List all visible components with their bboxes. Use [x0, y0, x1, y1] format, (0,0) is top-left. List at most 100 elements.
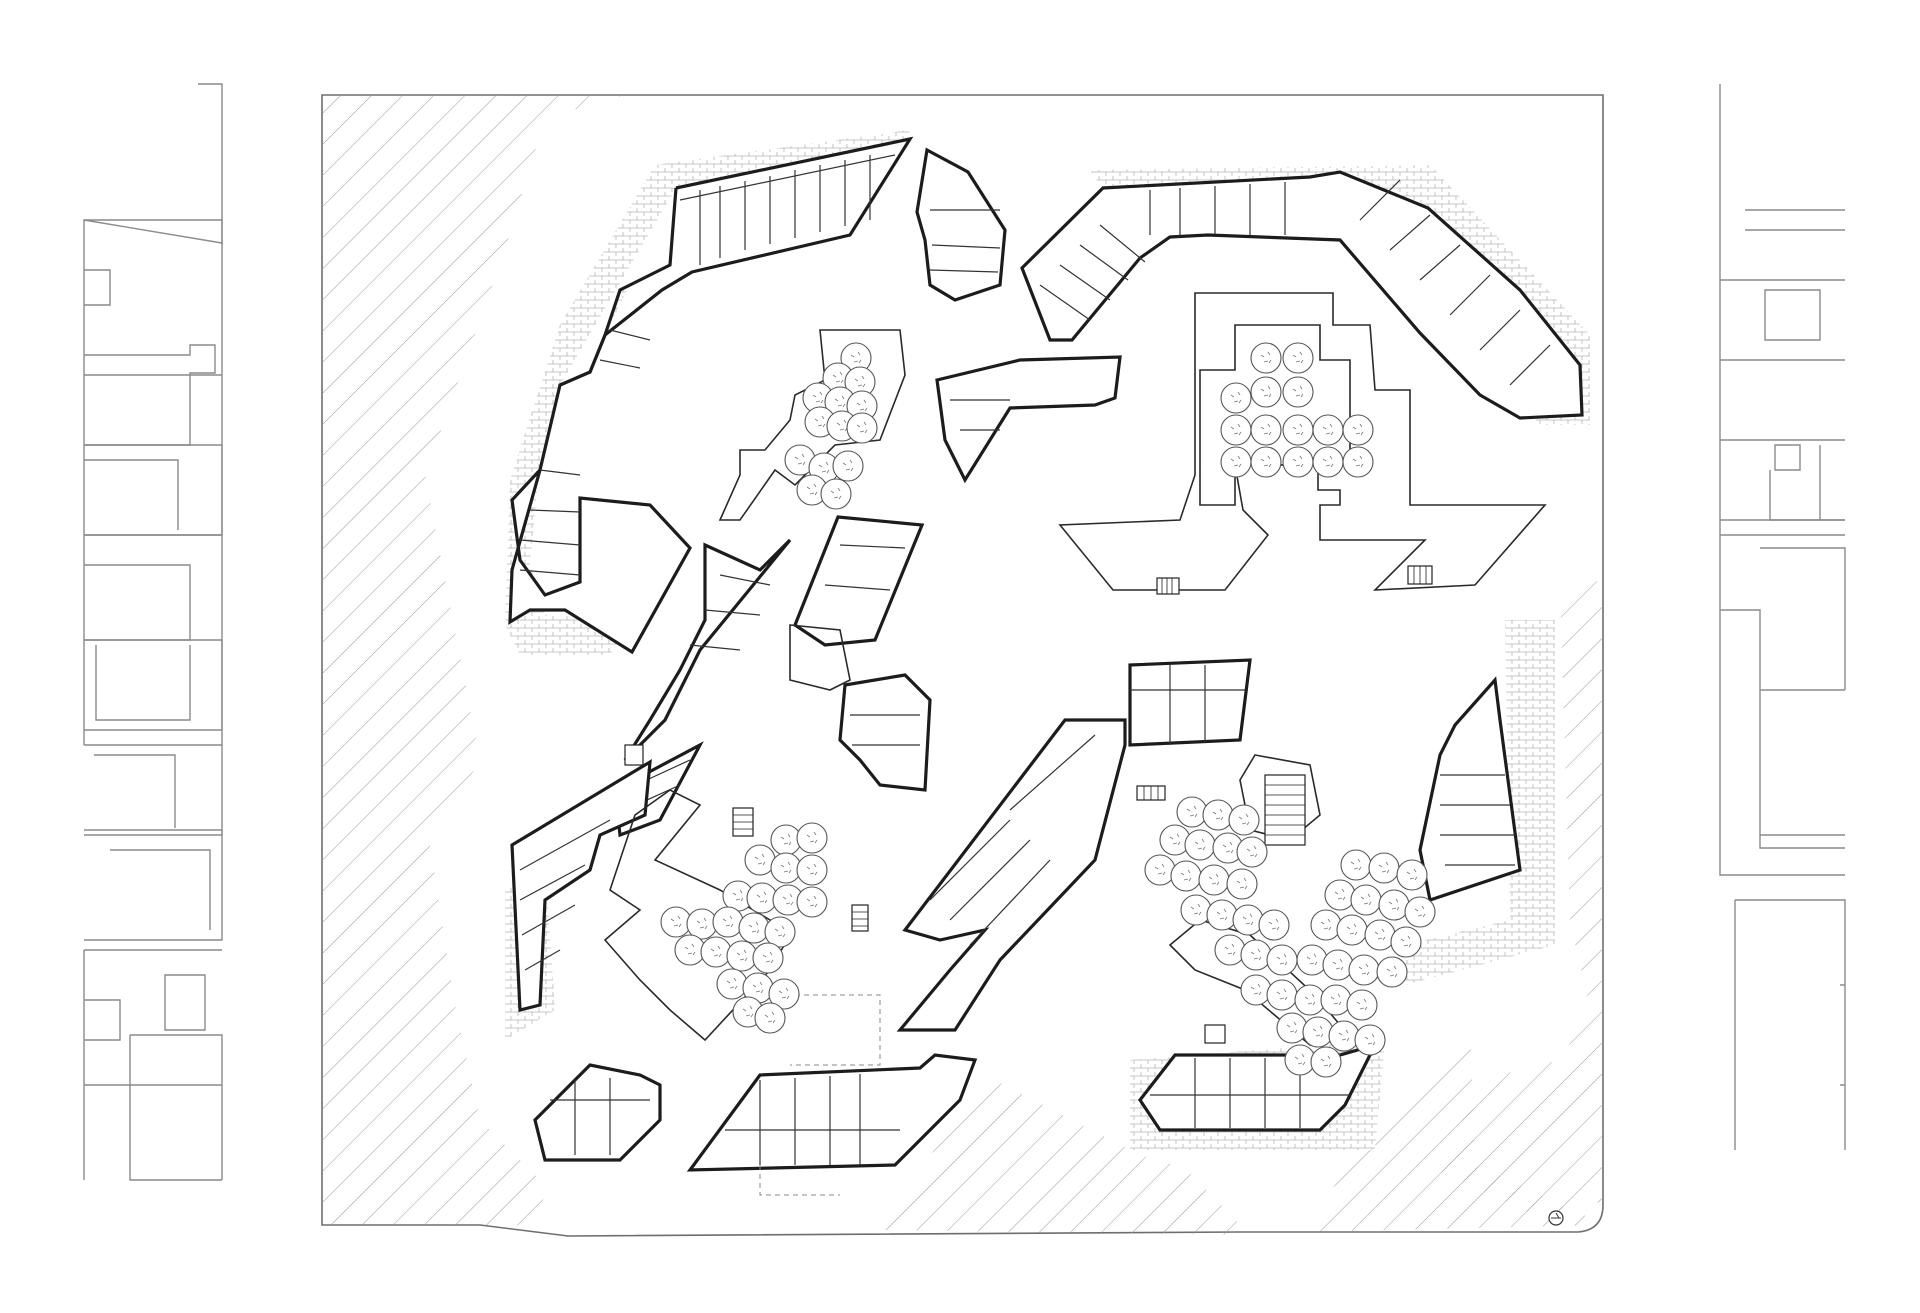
tree-icon [1144, 854, 1176, 886]
tree-texture [812, 391, 824, 404]
building-north-small [915, 147, 1007, 302]
tree-icon [1312, 446, 1344, 478]
tree-texture [1320, 918, 1332, 931]
tree-texture [1154, 863, 1166, 876]
tree-icon [1310, 1046, 1342, 1078]
tree-texture [806, 863, 818, 876]
tree-icon [1364, 919, 1396, 951]
tree-texture [1186, 805, 1198, 818]
tree-texture [1352, 423, 1364, 436]
tree-texture [762, 951, 774, 964]
tree-texture [1374, 928, 1386, 941]
tree-icon [1342, 414, 1374, 446]
tree-texture [1260, 385, 1272, 398]
tree-texture [1230, 423, 1242, 436]
tree-texture [756, 891, 768, 904]
tree-icon [660, 906, 692, 938]
tree-icon [796, 854, 828, 886]
tree-icon [1368, 852, 1400, 884]
building-northeast [1020, 170, 1584, 420]
tree-icon [1250, 414, 1282, 446]
tree-icon [770, 852, 802, 884]
tree-texture [1346, 923, 1358, 936]
tree-icon [744, 844, 776, 876]
tree-icon [1232, 904, 1264, 936]
tree-texture [1388, 898, 1400, 911]
tree-icon [1340, 849, 1372, 881]
tree-texture [1276, 953, 1288, 966]
stair-icon [1204, 1024, 1226, 1044]
tree-icon [1266, 944, 1298, 976]
tree-icon [752, 942, 784, 974]
tree-texture [1322, 423, 1334, 436]
tree-texture [1312, 1025, 1324, 1038]
tree-texture [748, 921, 760, 934]
tree-icon [1378, 889, 1410, 921]
tree-icon [1320, 984, 1352, 1016]
tree-texture [1212, 808, 1224, 821]
tree-texture [806, 831, 818, 844]
tree-texture [830, 487, 842, 500]
tree-texture [806, 483, 818, 496]
tree-texture [1236, 877, 1248, 890]
tree-icon [1396, 859, 1428, 891]
tree-icon [746, 882, 778, 914]
tree-texture [1294, 1053, 1306, 1066]
tree-icon [1302, 1016, 1334, 1048]
stair-icon [1264, 774, 1306, 846]
tree-icon [1214, 934, 1246, 966]
tree-texture [754, 853, 766, 866]
tree-icon [700, 936, 732, 968]
tree-texture [1169, 833, 1181, 846]
tree-texture [1230, 391, 1242, 404]
tree-icon [1250, 446, 1282, 478]
tree-texture [814, 415, 826, 428]
tree-texture [794, 453, 806, 466]
tree-texture [1292, 455, 1304, 468]
tree-icon [1390, 926, 1422, 958]
tree-icon [1346, 989, 1378, 1021]
tree-texture [1338, 1029, 1350, 1042]
tree-texture [1330, 993, 1342, 1006]
building-northwest [508, 136, 914, 655]
tree-texture [1238, 813, 1250, 826]
tree-texture [806, 895, 818, 908]
right-context-buildings [1719, 84, 1846, 1150]
tree-icon [1240, 939, 1272, 971]
tree-icon [1184, 829, 1216, 861]
stair-icon [624, 744, 644, 766]
tree-icon [1342, 446, 1374, 478]
tree-icon [764, 916, 796, 948]
tree-texture [1250, 948, 1262, 961]
tree-texture [778, 987, 790, 1000]
tree-texture [1414, 905, 1426, 918]
tree-texture [1180, 869, 1192, 882]
stair-icon [1407, 565, 1433, 585]
tree-icon [1176, 796, 1208, 828]
tree-icon [1322, 949, 1354, 981]
tree-icon [726, 940, 758, 972]
tree-texture [1364, 1033, 1376, 1046]
tree-texture [1190, 903, 1202, 916]
tree-texture [684, 943, 696, 956]
stair-icon [1156, 577, 1180, 595]
north-arrow-icon [1548, 1210, 1564, 1226]
tree-texture [1320, 1055, 1332, 1068]
tree-texture [856, 421, 868, 434]
tree-texture [732, 889, 744, 902]
tree-texture [1292, 351, 1304, 364]
tree-icon [1220, 446, 1252, 478]
tree-icon [1404, 896, 1436, 928]
tree-texture [1322, 455, 1334, 468]
tree-texture [780, 833, 792, 846]
tree-texture [1230, 455, 1242, 468]
building-west-middle [510, 758, 652, 1013]
tree-icon [1202, 799, 1234, 831]
tree-texture [1306, 953, 1318, 966]
hatched-areas [322, 95, 1605, 1235]
tree-texture [854, 375, 866, 388]
left-context-buildings [83, 83, 223, 1181]
tree-texture [670, 915, 682, 928]
tree-icon [1328, 1020, 1360, 1052]
